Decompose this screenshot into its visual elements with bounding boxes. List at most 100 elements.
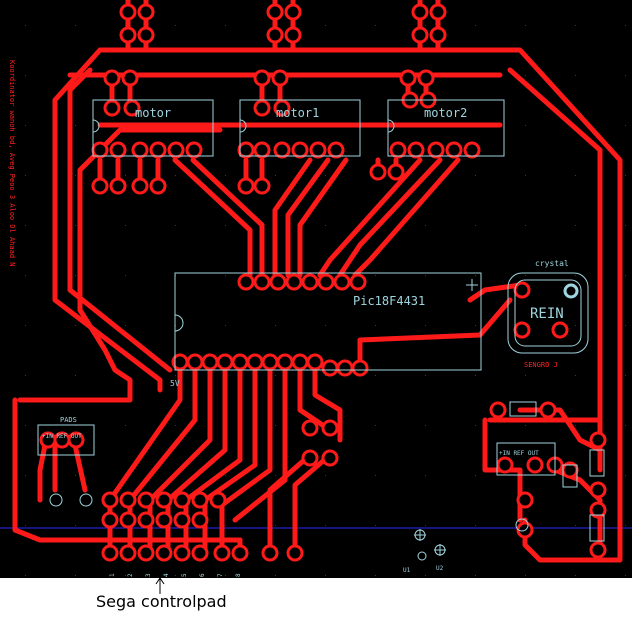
- pad: [261, 353, 279, 371]
- pad: [284, 3, 302, 21]
- pad: [101, 544, 119, 562]
- pad: [253, 141, 271, 159]
- pad: [253, 99, 271, 117]
- pad: [336, 359, 354, 377]
- pad: [291, 353, 309, 371]
- pad: [429, 26, 447, 44]
- pic-outline: [174, 272, 482, 371]
- pad: [246, 353, 264, 371]
- grid-dot: [25, 275, 26, 276]
- grid-dot: [175, 375, 176, 376]
- pad: [191, 544, 209, 562]
- grid-dot: [425, 275, 426, 276]
- grid-dot: [325, 225, 326, 226]
- grid-dot: [275, 525, 276, 526]
- crystal-label: crystal: [535, 259, 569, 268]
- grid-dot: [475, 425, 476, 426]
- pad: [131, 177, 149, 195]
- grid-dot: [575, 375, 576, 376]
- controlpad-pin-label: 6: [199, 573, 206, 577]
- grid-dot: [625, 525, 626, 526]
- pad: [351, 359, 369, 377]
- caption-text: Sega controlpad: [96, 592, 227, 611]
- vertical-note: Koordinator wanoh bd, Aveg Peoo 3 Aloo D…: [8, 60, 16, 267]
- pad: [551, 321, 569, 339]
- pad: [285, 273, 303, 291]
- pad: [137, 544, 155, 562]
- pad: [266, 3, 284, 21]
- pads-label: PADS: [60, 416, 77, 424]
- pad: [589, 481, 607, 499]
- pad: [103, 99, 121, 117]
- grid-dot: [225, 325, 226, 326]
- grid-dot: [275, 475, 276, 476]
- grid-dot: [175, 425, 176, 426]
- pad: [109, 141, 127, 159]
- motor-middle-label: motor1: [276, 106, 319, 120]
- grid-dot: [75, 325, 76, 326]
- u2-label: U2: [436, 565, 444, 572]
- grid-dot: [225, 225, 226, 226]
- grid-dot: [325, 325, 326, 326]
- pad: [489, 401, 507, 419]
- pad: [301, 419, 319, 437]
- motor-left-label: motor: [135, 106, 171, 120]
- grid-dot: [425, 425, 426, 426]
- pad: [119, 491, 137, 509]
- grid-dot: [575, 525, 576, 526]
- grid-dot: [225, 25, 226, 26]
- pad: [407, 141, 425, 159]
- motor-left-outline: [92, 99, 214, 157]
- motor-right-outline: [387, 99, 505, 157]
- grid-dot: [25, 25, 26, 26]
- pad: [191, 491, 209, 509]
- grid-dot: [575, 175, 576, 176]
- grid-dot: [175, 25, 176, 26]
- grid-dot: [425, 575, 426, 576]
- grid-dot: [525, 25, 526, 26]
- pad: [389, 141, 407, 159]
- pad: [429, 3, 447, 21]
- grid-dot: [625, 475, 626, 476]
- controlpad-pin-label: 5: [181, 573, 188, 577]
- grid-dot: [375, 425, 376, 426]
- regulator-outline: [496, 442, 556, 476]
- pad: [191, 511, 209, 529]
- grid-dot: [25, 475, 26, 476]
- grid-dot: [625, 325, 626, 326]
- pad: [309, 141, 327, 159]
- grid-dot: [575, 75, 576, 76]
- grid-dot: [625, 275, 626, 276]
- pad: [327, 141, 345, 159]
- pad: [137, 511, 155, 529]
- pad: [123, 99, 141, 117]
- grid-dot: [325, 25, 326, 26]
- grid-dot: [475, 525, 476, 526]
- pad: [589, 501, 607, 519]
- grid-dot: [375, 25, 376, 26]
- pad: [149, 141, 167, 159]
- crystal-mark: REIN: [530, 306, 564, 322]
- grid-dot: [575, 575, 576, 576]
- grid-dot: [275, 375, 276, 376]
- controlpad-pin-label: 1: [109, 573, 116, 577]
- diode-outline: [509, 401, 537, 417]
- pad: [216, 353, 234, 371]
- pad: [301, 273, 319, 291]
- pads-outline: [37, 424, 95, 456]
- pad: [269, 273, 287, 291]
- grid-dot: [625, 125, 626, 126]
- grid-dot: [425, 225, 426, 226]
- grid-dot: [625, 425, 626, 426]
- grid-dot: [625, 225, 626, 226]
- grid-dot: [375, 475, 376, 476]
- pad: [526, 456, 544, 474]
- pad: [173, 511, 191, 529]
- grid-dot: [475, 325, 476, 326]
- pad: [271, 69, 289, 87]
- grid-dot: [125, 175, 126, 176]
- grid-dot: [625, 25, 626, 26]
- grid-dot: [75, 225, 76, 226]
- pad: [119, 544, 137, 562]
- pad: [284, 26, 302, 44]
